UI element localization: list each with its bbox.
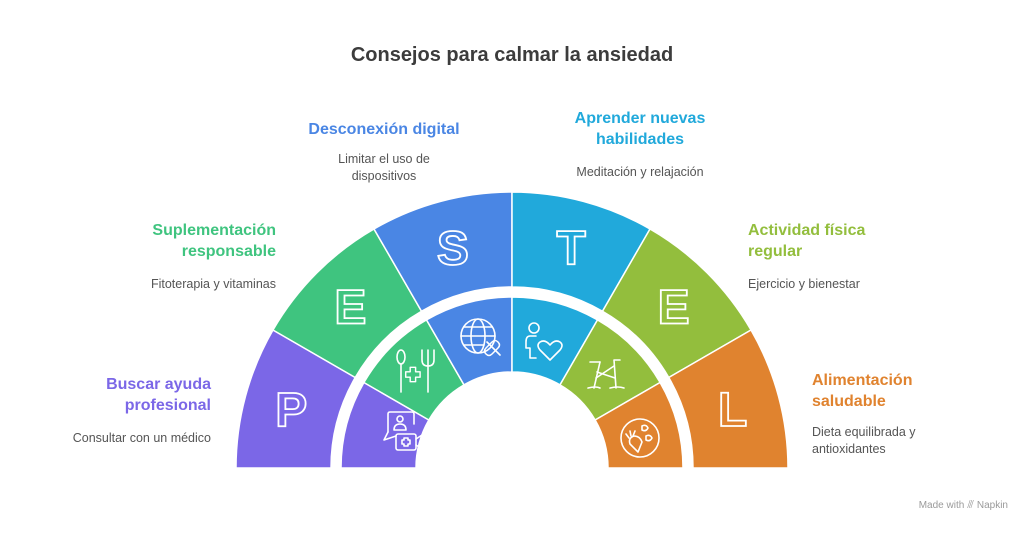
segment-letter-l: L	[718, 384, 747, 437]
napkin-logo-icon: ⫻	[967, 499, 974, 511]
diagram-title: Consejos para calmar la ansiedad	[350, 44, 674, 66]
label-description: Meditación y relajación	[576, 165, 704, 179]
segment-icons	[383, 318, 660, 458]
segment-letter-e: E	[658, 281, 690, 334]
outer-segment-l-5	[667, 328, 789, 469]
label-title: Desconexión digital	[308, 121, 460, 138]
outer-ring	[235, 191, 789, 469]
label-description: Consultar con un médico	[72, 431, 211, 445]
exercise-bike-icon	[587, 359, 625, 389]
healthy-food-plate-icon	[620, 418, 660, 458]
label-description: Fitoterapia y vitaminas	[150, 277, 276, 291]
segment-letter-p: P	[275, 384, 307, 437]
telemedicine-video-consult-icon	[383, 411, 423, 451]
made-with-text: Made with	[918, 500, 965, 511]
segment-letter-t: T	[556, 222, 585, 275]
spoon-fork-medical-cross-icon	[396, 349, 435, 393]
segment-letter-s: S	[437, 222, 469, 275]
inner-segment-5	[594, 381, 684, 469]
napkin-brand-text: Napkin	[976, 500, 1008, 511]
segment-letter-e: E	[334, 281, 366, 334]
label-description: Ejercicio y bienestar	[748, 277, 860, 291]
globe-disconnect-icon	[460, 318, 501, 357]
made-with-napkin-footer: Made with ⫻ Napkin	[919, 499, 1008, 512]
person-heart-icon	[525, 322, 563, 361]
